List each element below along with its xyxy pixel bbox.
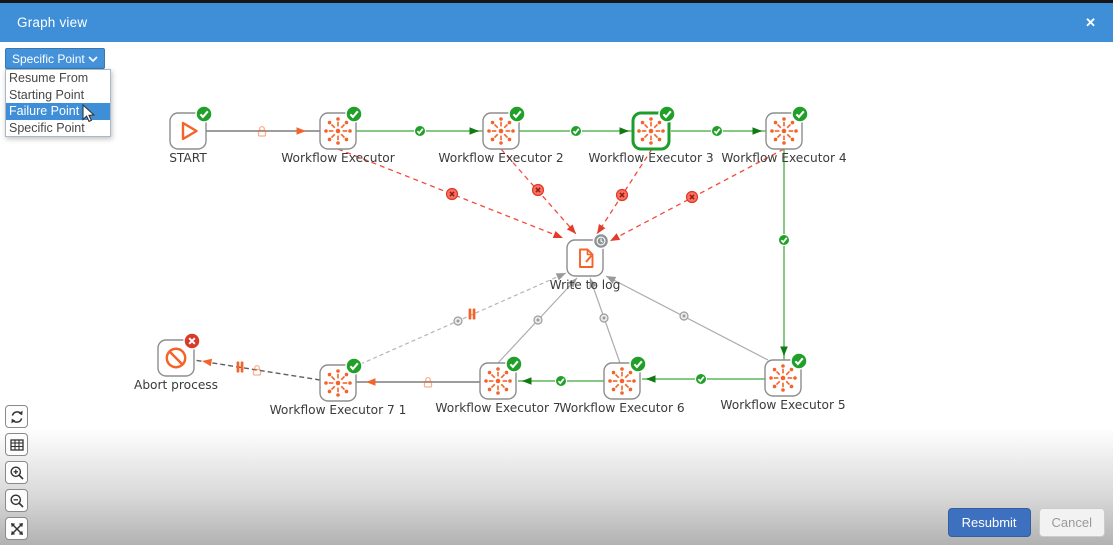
executor-burst-icon [324, 117, 352, 145]
node-start[interactable]: START [169, 105, 213, 165]
zoom-in-icon [10, 466, 24, 480]
node-label: START [169, 151, 207, 165]
graph-toolbar [5, 405, 28, 540]
chevron-down-icon [88, 55, 98, 62]
edge [206, 125, 320, 137]
modal-header: Graph view ✕ [0, 3, 1113, 42]
node-label: Workflow Executor [281, 151, 396, 165]
success-badge-icon [345, 357, 363, 375]
edge [605, 275, 769, 361]
node-label: Workflow Executor 2 [438, 151, 563, 165]
lock-icon [252, 364, 262, 376]
executor-burst-icon [324, 369, 352, 397]
zoom-out-icon [10, 494, 24, 508]
write-log-document-icon [579, 248, 594, 268]
edge [778, 149, 790, 360]
executor-burst-icon [484, 367, 512, 395]
zoom-in-button[interactable] [5, 461, 28, 484]
fit-screen-button[interactable] [5, 517, 28, 540]
pause-icon [236, 361, 244, 373]
zoom-out-button[interactable] [5, 489, 28, 512]
edge [519, 125, 633, 137]
refresh-icon [10, 410, 23, 423]
node-we71[interactable]: Workflow Executor 7 1 [270, 357, 407, 417]
success-badge-icon [505, 355, 523, 373]
edge [596, 148, 653, 235]
success-badge-icon [508, 105, 526, 123]
lock-icon [423, 376, 433, 388]
node-we1[interactable]: Workflow Executor [281, 105, 396, 165]
table-icon [9, 438, 24, 451]
modal-footer: Resubmit Cancel [947, 508, 1105, 537]
edge [500, 148, 577, 235]
edge [671, 125, 766, 137]
node-label: Workflow Executor 6 [559, 401, 684, 415]
node-label: Abort process [134, 378, 218, 392]
modal-title: Graph view [17, 15, 88, 30]
dropdown-option-starting-point[interactable]: Starting Point [9, 87, 85, 102]
edge [589, 277, 621, 364]
success-badge-icon [790, 352, 808, 370]
pause-icon [468, 308, 476, 320]
node-we4[interactable]: Workflow Executor 4 [721, 105, 847, 165]
node-abort[interactable]: Abort process [134, 332, 218, 392]
table-view-button[interactable] [5, 433, 28, 456]
success-badge-icon [629, 355, 647, 373]
node-label: Workflow Executor 4 [721, 151, 846, 165]
dropdown-button[interactable]: Specific Point [5, 48, 105, 69]
dropdown-menu: Resume From Starting Point Failure Point… [5, 69, 111, 137]
point-type-dropdown: Specific Point Resume From Starting Poin… [5, 48, 111, 137]
edge [518, 375, 604, 387]
node-label: Workflow Executor 5 [720, 398, 845, 412]
fit-screen-icon [10, 522, 23, 535]
node-we3[interactable]: Workflow Executor 3 [588, 105, 714, 165]
edge [642, 373, 765, 385]
node-we2[interactable]: Workflow Executor 2 [438, 105, 564, 165]
edge [609, 148, 785, 242]
node-wtl[interactable]: Write to log [550, 232, 621, 293]
success-badge-icon [791, 105, 809, 123]
edge [497, 277, 578, 364]
executor-burst-icon [637, 117, 665, 145]
dropdown-option-specific-point[interactable]: Specific Point [9, 120, 85, 135]
edge [337, 148, 564, 239]
node-label: Write to log [550, 278, 621, 292]
success-badge-icon [195, 105, 213, 123]
executor-burst-icon [487, 117, 515, 145]
node-label: Workflow Executor 7 1 [270, 403, 407, 417]
lock-icon [257, 125, 267, 137]
success-badge-icon [345, 105, 363, 123]
edge [356, 125, 483, 137]
top-edge-strip [0, 0, 1113, 3]
resubmit-button[interactable]: Resubmit [947, 508, 1031, 537]
abort-block-icon [165, 347, 187, 369]
dropdown-option-resume-from[interactable]: Resume From [9, 71, 89, 85]
dropdown-selected-value: Specific Point [12, 51, 85, 66]
close-icon[interactable]: ✕ [1085, 15, 1096, 30]
executor-burst-icon [769, 364, 797, 392]
executor-burst-icon [770, 117, 798, 145]
node-we7[interactable]: Workflow Executor 7 [435, 355, 561, 415]
executor-burst-icon [608, 367, 636, 395]
edge [356, 376, 480, 388]
node-label: Workflow Executor 3 [588, 151, 713, 165]
refresh-button[interactable] [5, 405, 28, 428]
dropdown-option-failure-point[interactable]: Failure Point [6, 103, 110, 120]
play-icon [181, 121, 198, 141]
node-we5[interactable]: Workflow Executor 5 [720, 352, 846, 412]
node-we6[interactable]: Workflow Executor 6 [559, 355, 685, 415]
success-badge-icon [658, 105, 676, 123]
node-label: Workflow Executor 7 [435, 401, 560, 415]
edge [193, 358, 321, 381]
cancel-button[interactable]: Cancel [1038, 508, 1105, 537]
edge [353, 272, 567, 368]
